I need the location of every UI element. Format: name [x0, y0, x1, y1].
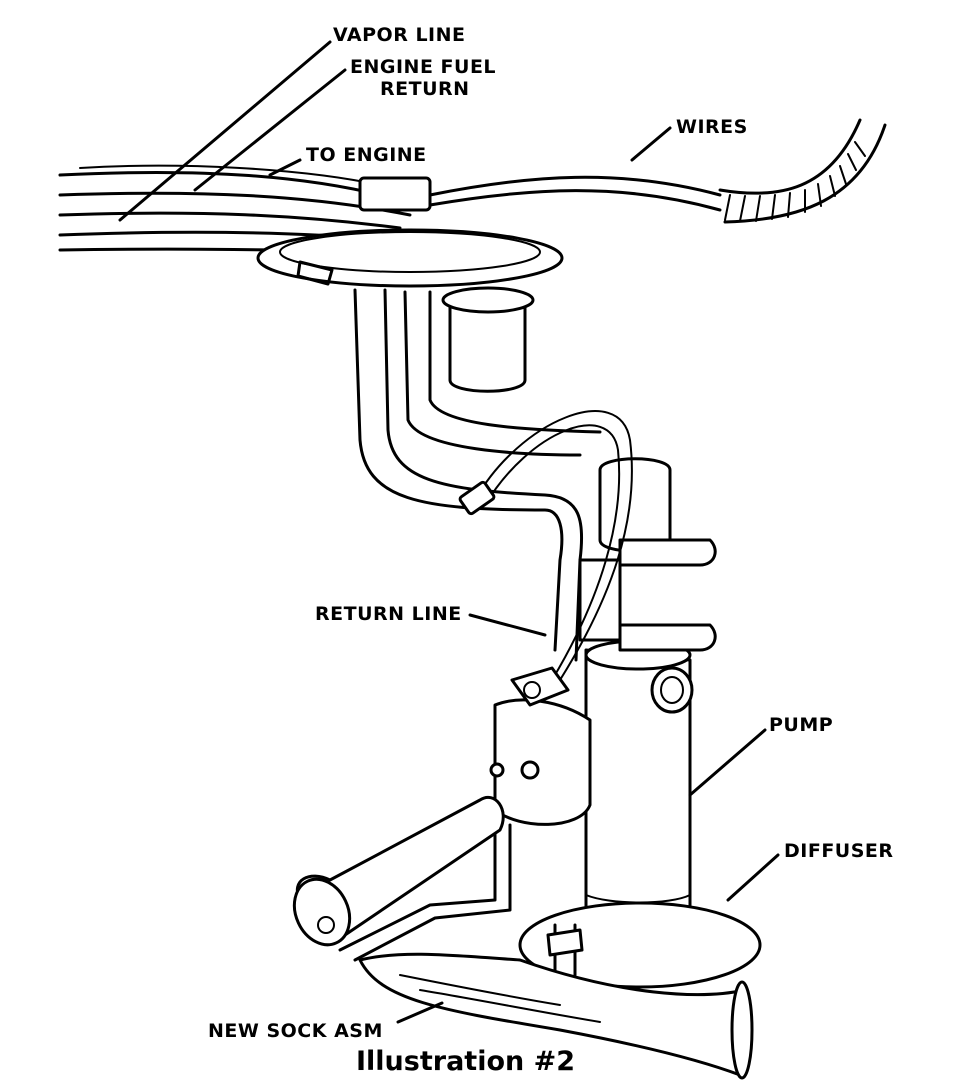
diffuser [518, 901, 762, 989]
cup [441, 286, 535, 393]
label-wires: WIRES [676, 116, 748, 138]
illustration-caption: Illustration #2 [356, 1046, 576, 1077]
bracket [578, 457, 717, 652]
label-to-engine: TO ENGINE [306, 144, 427, 166]
label-pump: PUMP [769, 714, 834, 736]
tubes [353, 288, 602, 662]
label-return-line: RETURN LINE [315, 603, 462, 625]
level-sender [489, 666, 592, 826]
label-engine-fuel-return-line2: RETURN [380, 78, 470, 100]
pump-wires [458, 410, 633, 681]
leader-lines [118, 40, 780, 1024]
label-new-sock-asm: NEW SOCK ASM [208, 1020, 383, 1042]
sock [358, 952, 754, 1080]
float-assembly [292, 795, 512, 962]
wire-harness [428, 118, 887, 224]
label-engine-fuel-return-line1: ENGINE FUEL [350, 56, 497, 78]
label-diffuser: DIFFUSER [784, 840, 894, 862]
label-vapor-line: VAPOR LINE [333, 24, 466, 46]
